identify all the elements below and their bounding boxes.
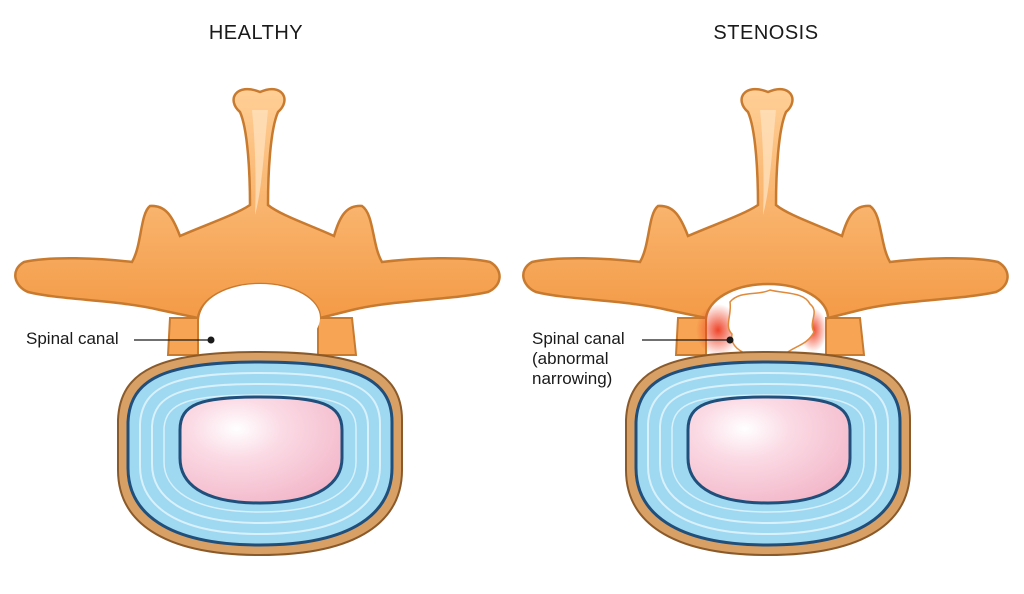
stenosis-vertebra <box>522 87 1009 557</box>
stenosis-title: STENOSIS <box>713 22 819 44</box>
healthy-title: HEALTHY <box>208 22 304 44</box>
stenosis-label-line-2: (abnormal <box>532 349 609 368</box>
stenosis-label-line-3: narrowing) <box>532 369 613 388</box>
callout-dot-healthy <box>207 336 215 344</box>
spinal-canal-healthy <box>200 284 320 352</box>
spinal-canal-narrowed <box>727 289 815 357</box>
callout-dot-stenosis <box>726 336 734 344</box>
stenosis-label-line-1: Spinal canal <box>532 329 625 348</box>
spinal-canal-label-stenosis: Spinal canal (abnormal narrowing) <box>532 329 625 389</box>
spinal-canal-label-healthy: Spinal canal <box>26 329 119 348</box>
healthy-vertebra <box>14 87 501 557</box>
